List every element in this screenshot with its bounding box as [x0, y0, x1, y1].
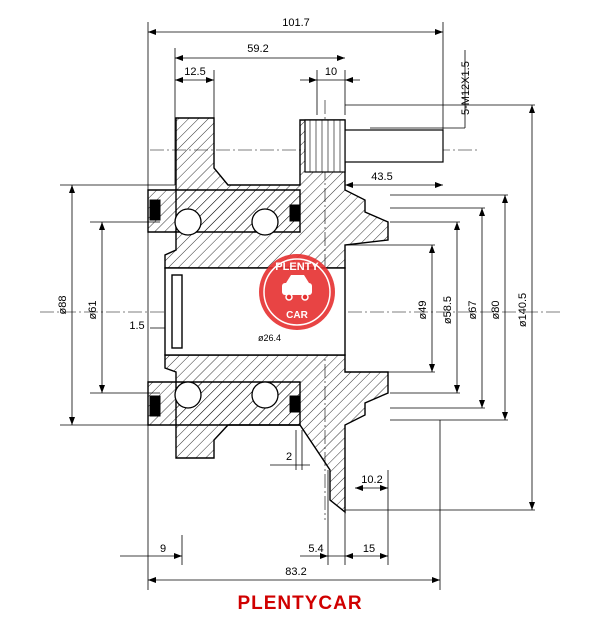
dim-spigot-depth: 10.2 [361, 474, 382, 486]
dimension-labels: 101.7 59.2 12.5 10 5-M12X1.5 43.5 1.5 2 … [57, 17, 529, 578]
dim-dia-49: ø49 [417, 301, 429, 320]
seals [149, 199, 301, 417]
plentycar-logo: PLENTY CAR [259, 254, 335, 330]
dimension-lines [60, 22, 535, 590]
dim-bore-dia: ø26.4 [258, 333, 281, 343]
dim-dia-67: ø67 [467, 301, 479, 320]
dim-overall-length: 101.7 [282, 17, 310, 29]
hub-bearing-drawing: 101.7 59.2 12.5 10 5-M12X1.5 43.5 1.5 2 … [40, 17, 560, 590]
dim-dia-61: ø61 [87, 301, 99, 320]
dim-stud-length: 43.5 [371, 171, 392, 183]
dim-seal-gap: 1.5 [129, 320, 144, 332]
dim-dia-58-5: ø58.5 [442, 296, 454, 324]
dim-dia-140-5: ø140.5 [517, 293, 529, 327]
dimension-arrows [69, 29, 535, 583]
logo-top-text: PLENTY [275, 261, 319, 273]
dim-dia-80: ø80 [490, 301, 502, 320]
dim-dia-88: ø88 [57, 296, 69, 315]
brand-name: PLENTYCAR [237, 593, 363, 614]
dim-bolt-offset: 10 [325, 66, 337, 78]
wheel-stud [304, 119, 444, 173]
dim-stud-thread: 5-M12X1.5 [460, 61, 472, 115]
dim-body-length: 83.2 [285, 566, 306, 578]
logo-bottom-text: CAR [286, 310, 308, 321]
car-icon [282, 275, 312, 301]
dim-left-step: 9 [160, 543, 166, 555]
dim-flange-to-end: 59.2 [247, 43, 268, 55]
dim-small-step: 2 [286, 451, 292, 463]
dim-step-5-4: 5.4 [308, 543, 323, 555]
dim-flange-width: 12.5 [184, 66, 205, 78]
bearing-balls [174, 208, 279, 409]
dim-step-15: 15 [363, 543, 375, 555]
